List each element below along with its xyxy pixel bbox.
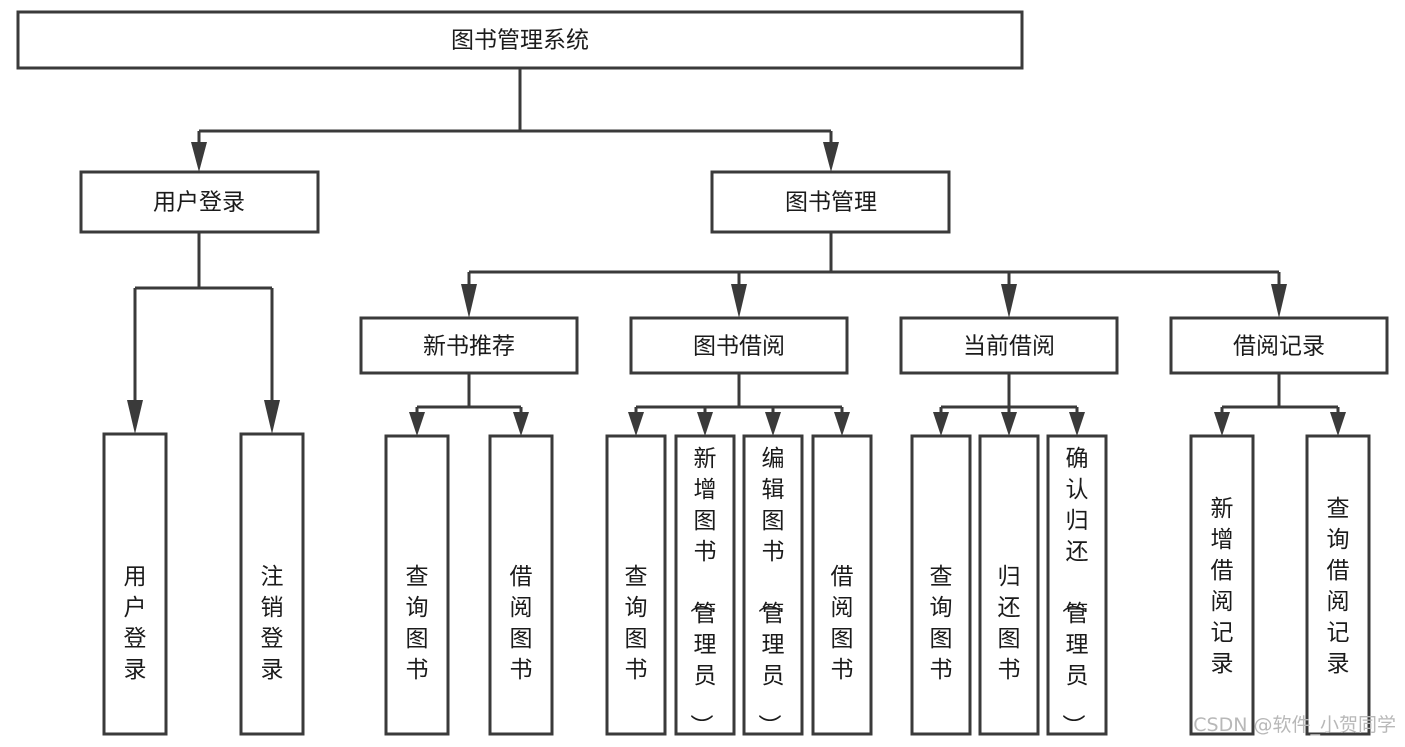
node-leaf-borrow-book-1-label: 借阅图书 <box>510 564 533 683</box>
node-root-box[interactable] <box>16 10 1024 70</box>
node-leaf-add-record[interactable]: 新增借阅记录 <box>1189 434 1255 736</box>
node-leaf-return-book[interactable]: 归还图书 <box>978 434 1040 736</box>
node-leaf-borrow-book-2-label: 借阅图书 <box>831 564 854 683</box>
node-leaf-add-book-box[interactable] <box>674 434 736 736</box>
node-leaf-query-book-3-label: 查询图书 <box>930 564 953 683</box>
arrow-head-leaf-return-book <box>1001 412 1017 436</box>
node-leaf-query-book-1-box[interactable] <box>384 434 450 736</box>
node-leaf-confirm-return-box[interactable] <box>1046 434 1108 736</box>
csdn-watermark: CSDN @软件_小贺同学 <box>1193 714 1396 736</box>
connector-layer <box>127 68 1346 436</box>
arrow-head-leaf-add-book <box>697 412 713 436</box>
node-user-login-box[interactable] <box>79 170 320 234</box>
node-leaf-query-book-1-label: 查询图书 <box>406 564 429 683</box>
node-root[interactable]: 图书管理系统 <box>16 10 1024 70</box>
node-leaf-user-login-label: 用户登录 <box>124 564 147 683</box>
arrow-head-leaf-logout <box>264 400 280 434</box>
arrow-head-leaf-borrow-book-2 <box>834 412 850 436</box>
node-leaf-edit-book[interactable]: 编辑图书（管理员） <box>742 434 804 737</box>
node-leaf-add-book[interactable]: 新增图书（管理员） <box>674 434 736 737</box>
arrow-head-leaf-edit-book <box>765 412 781 436</box>
node-leaf-logout-label: 注销登录 <box>261 564 284 683</box>
arrow-head-book-borrow <box>731 284 747 318</box>
node-leaf-query-book-2-label: 查询图书 <box>625 564 648 683</box>
node-borrow-record-label: 借阅记录 <box>1233 334 1325 360</box>
node-leaf-query-book-2[interactable]: 查询图书 <box>605 434 667 736</box>
node-leaf-edit-book-label: 编辑图书（管理员） <box>756 446 785 737</box>
arrow-head-book-manage <box>823 142 839 172</box>
node-leaf-query-book-2-box[interactable] <box>605 434 667 736</box>
node-book-manage[interactable]: 图书管理 <box>710 170 951 234</box>
arrow-head-leaf-add-record <box>1214 412 1230 436</box>
node-book-borrow-label: 图书借阅 <box>693 334 785 360</box>
node-leaf-logout-box[interactable] <box>239 432 305 736</box>
node-leaf-edit-book-box[interactable] <box>742 434 804 736</box>
node-borrow-record[interactable]: 借阅记录 <box>1169 316 1389 375</box>
node-leaf-add-book-label: 新增图书（管理员） <box>688 446 717 737</box>
node-book-borrow[interactable]: 图书借阅 <box>629 316 849 375</box>
arrow-head-leaf-user-login <box>127 400 143 434</box>
node-book-manage-label: 图书管理 <box>785 190 877 216</box>
arrow-head-new-book-rec <box>461 284 477 318</box>
arrow-head-leaf-borrow-book-1 <box>513 412 529 436</box>
node-leaf-borrow-book-2[interactable]: 借阅图书 <box>811 434 873 736</box>
arrow-head-leaf-query-record <box>1330 412 1346 436</box>
node-leaf-logout[interactable]: 注销登录 <box>239 432 305 736</box>
node-leaf-confirm-return-label: 确认归还（管理员） <box>1060 446 1089 737</box>
node-leaf-add-record-box[interactable] <box>1189 434 1255 736</box>
arrow-head-leaf-query-book-3 <box>933 412 949 436</box>
arrow-head-user-login <box>191 142 207 172</box>
node-current-borrow-box[interactable] <box>899 316 1119 375</box>
node-leaf-return-book-label: 归还图书 <box>998 564 1021 683</box>
node-current-borrow-label: 当前借阅 <box>963 334 1055 360</box>
node-borrow-record-box[interactable] <box>1169 316 1389 375</box>
node-leaf-query-record-label: 查询借阅记录 <box>1327 496 1350 677</box>
node-leaf-return-book-box[interactable] <box>978 434 1040 736</box>
arrow-head-leaf-query-book-2 <box>628 412 644 436</box>
node-user-login[interactable]: 用户登录 <box>79 170 320 234</box>
node-leaf-query-record-box[interactable] <box>1305 434 1371 736</box>
node-leaf-user-login[interactable]: 用户登录 <box>102 432 168 736</box>
node-leaf-add-record-label: 新增借阅记录 <box>1211 496 1234 677</box>
node-new-book-rec[interactable]: 新书推荐 <box>359 316 579 375</box>
node-leaf-confirm-return[interactable]: 确认归还（管理员） <box>1046 434 1108 737</box>
node-root-label: 图书管理系统 <box>451 28 589 54</box>
node-leaf-query-record[interactable]: 查询借阅记录 <box>1305 434 1371 736</box>
node-new-book-rec-label: 新书推荐 <box>423 334 515 360</box>
node-book-borrow-box[interactable] <box>629 316 849 375</box>
arrow-head-leaf-query-book-1 <box>409 412 425 436</box>
node-current-borrow[interactable]: 当前借阅 <box>899 316 1119 375</box>
node-user-login-label: 用户登录 <box>153 190 245 216</box>
node-leaf-query-book-3-box[interactable] <box>910 434 972 736</box>
arrow-head-borrow-record <box>1271 284 1287 318</box>
node-leaf-borrow-book-2-box[interactable] <box>811 434 873 736</box>
node-book-manage-box[interactable] <box>710 170 951 234</box>
node-leaf-query-book-3[interactable]: 查询图书 <box>910 434 972 736</box>
node-new-book-rec-box[interactable] <box>359 316 579 375</box>
arrow-head-leaf-confirm-return <box>1069 412 1085 436</box>
node-leaf-user-login-box[interactable] <box>102 432 168 736</box>
node-leaf-query-book-1[interactable]: 查询图书 <box>384 434 450 736</box>
node-leaf-borrow-book-1[interactable]: 借阅图书 <box>488 434 554 736</box>
node-leaf-borrow-book-1-box[interactable] <box>488 434 554 736</box>
arrow-head-current-borrow <box>1001 284 1017 318</box>
